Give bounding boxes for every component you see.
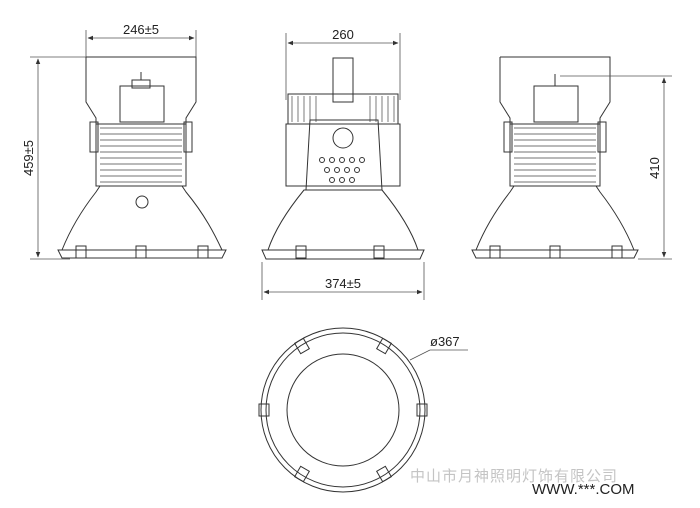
right-reflector	[475, 185, 635, 251]
bottom-clips	[258, 337, 428, 483]
side-rim-clip-2	[373, 245, 385, 259]
right-rim	[471, 249, 639, 259]
side-view: 260	[261, 27, 425, 300]
right-view: 410	[471, 56, 672, 260]
front-side-clamp-left	[89, 121, 99, 153]
side-center-hub	[332, 127, 354, 149]
side-rim	[261, 249, 425, 260]
side-reflector	[267, 189, 419, 251]
front-bracket	[85, 56, 197, 124]
right-heatsink	[509, 123, 601, 187]
right-fins	[514, 127, 596, 183]
front-driver-box	[119, 85, 165, 123]
front-rim	[57, 249, 227, 259]
side-bottom-label: 374±5	[325, 276, 361, 291]
right-rim-clip-2	[549, 245, 561, 259]
bottom-outer-ring	[260, 327, 426, 493]
watermark-company: 中山市月神照明灯饰有限公司	[410, 467, 618, 485]
right-rim-clip-3	[611, 245, 623, 259]
front-rim-clip-1	[75, 245, 87, 259]
bottom-view: ø367	[258, 327, 468, 493]
side-plate-holes	[319, 157, 365, 183]
right-bracket	[499, 56, 611, 124]
right-side-clamp-right	[597, 121, 607, 153]
bottom-outer-ring-inner	[265, 332, 421, 488]
watermark-site: WWW.***.COM	[532, 481, 635, 498]
front-height-label: 459±5	[21, 140, 36, 176]
diameter-leader	[409, 349, 431, 361]
front-heatsink	[95, 123, 187, 187]
bottom-lens	[286, 353, 400, 467]
front-reflector-knob	[135, 195, 149, 209]
right-side-clamp-left	[503, 121, 513, 153]
front-rim-clip-2	[135, 245, 147, 259]
side-top-label: 260	[332, 27, 354, 42]
front-view: 246±5 459±5	[21, 22, 227, 260]
front-rim-clip-3	[197, 245, 209, 259]
right-rim-clip-1	[489, 245, 501, 259]
front-fins	[100, 127, 182, 183]
front-driver-top	[131, 79, 151, 89]
diameter-label: ø367	[430, 334, 460, 349]
front-width-label: 246±5	[123, 22, 159, 37]
side-stem	[332, 57, 354, 103]
side-upper-fins	[291, 96, 395, 122]
side-rim-clip-1	[295, 245, 307, 259]
side-body	[285, 123, 401, 187]
front-side-clamp-right	[183, 121, 193, 153]
right-height-label: 410	[647, 157, 662, 179]
right-driver-box	[533, 85, 579, 123]
